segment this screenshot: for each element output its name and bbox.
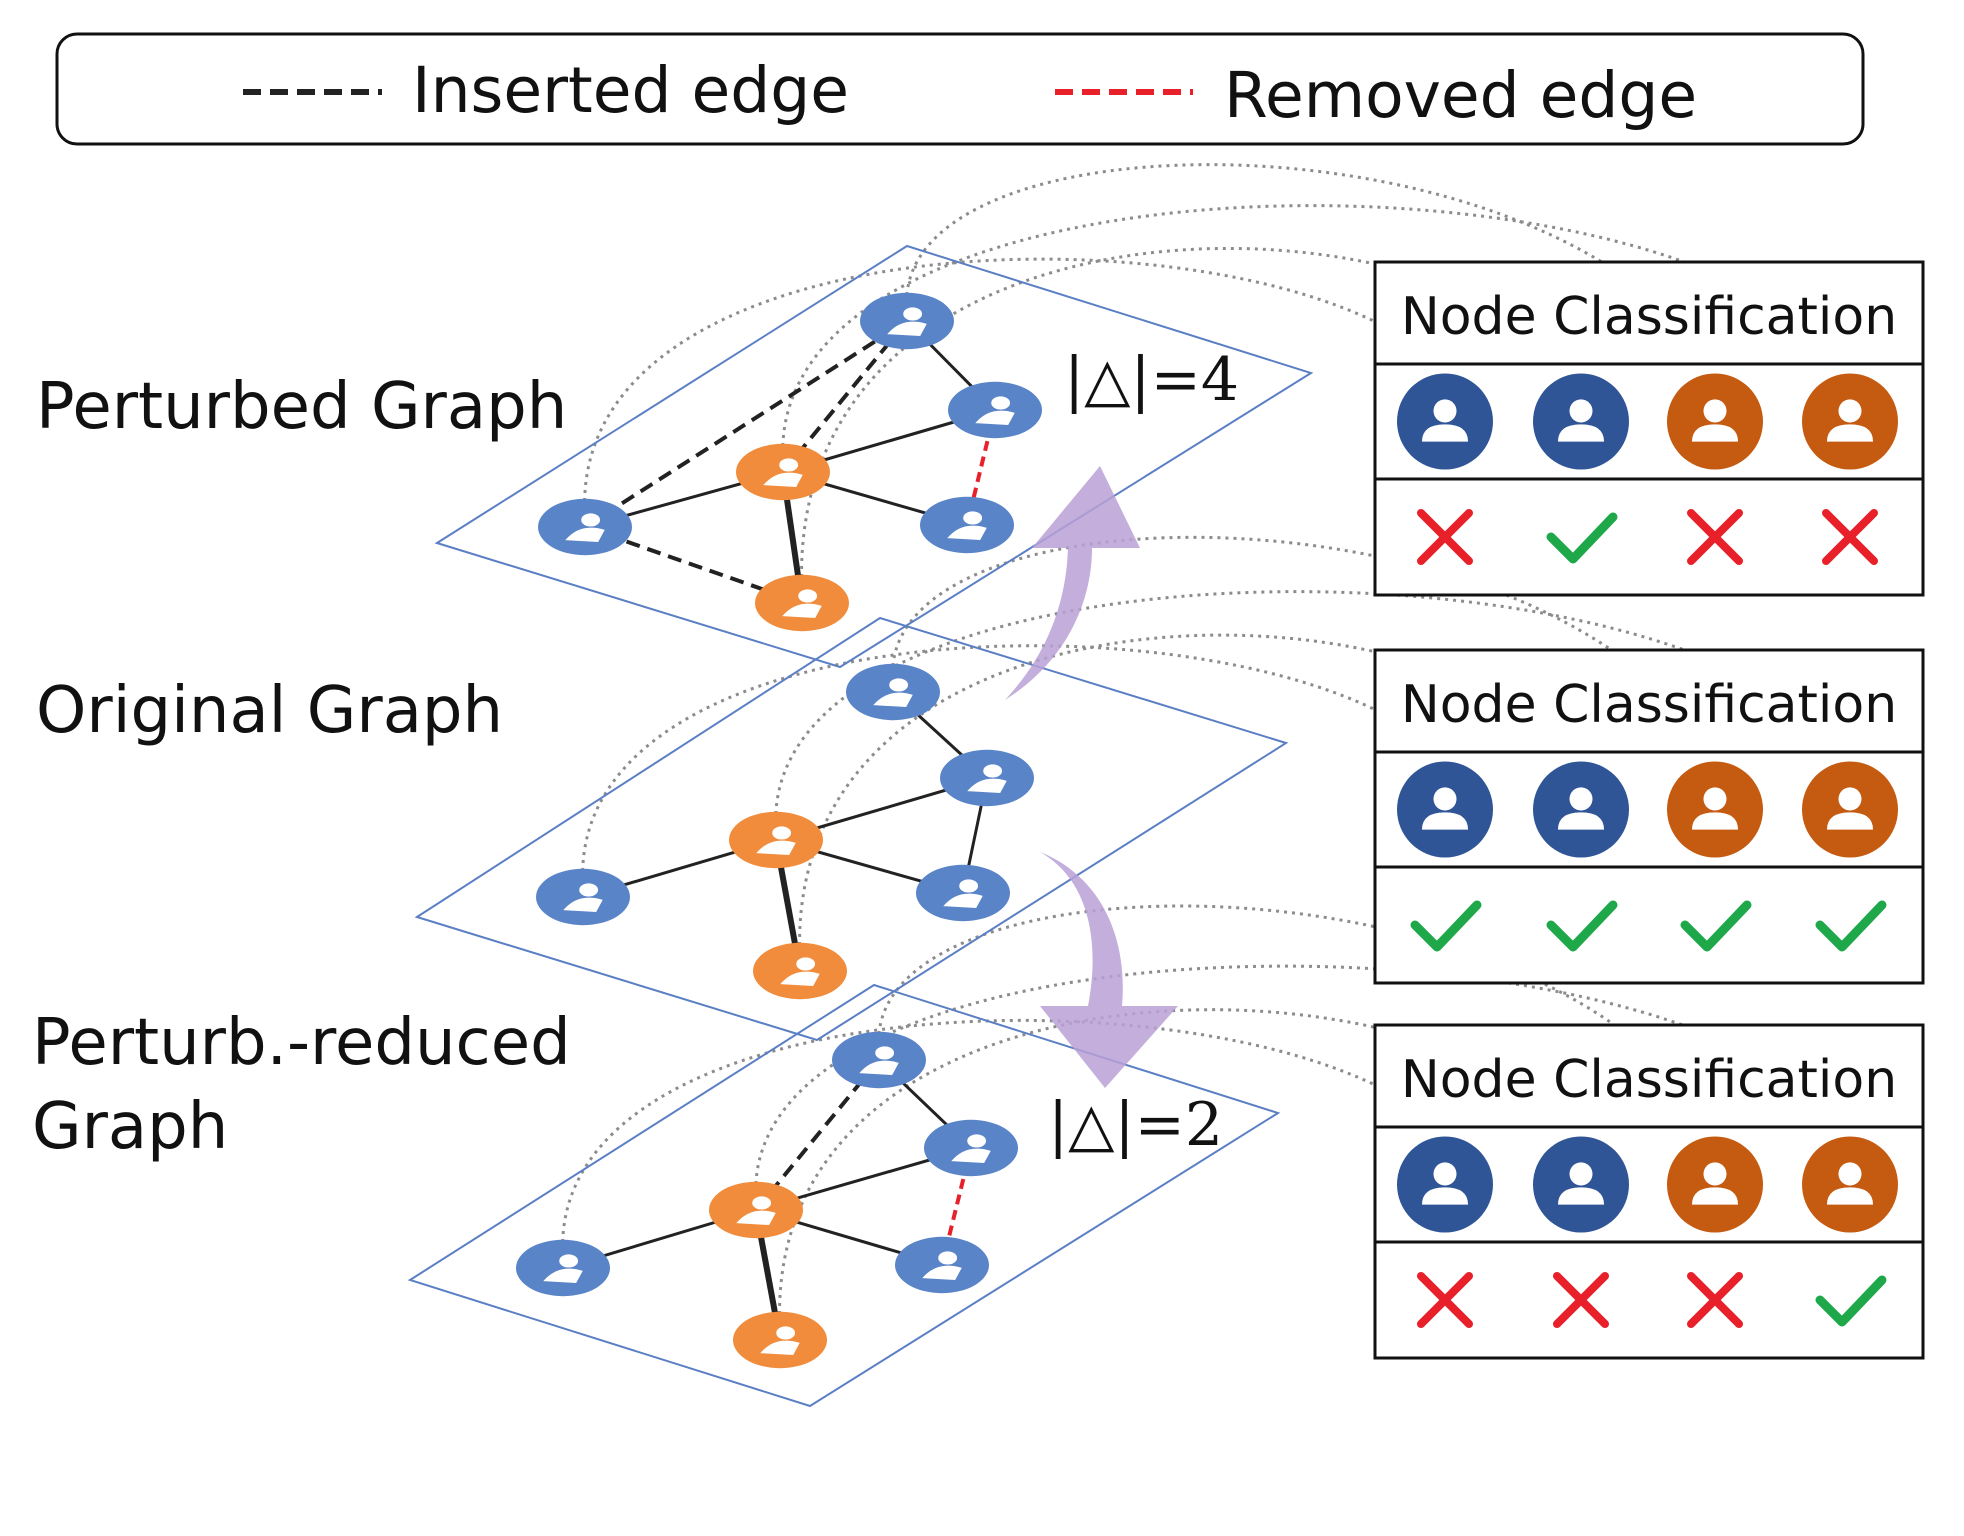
dotted-connector — [778, 1008, 1583, 1331]
user-icon — [1667, 373, 1763, 470]
user-icon — [1397, 1136, 1493, 1233]
user-icon — [1533, 761, 1629, 858]
user-icon — [1802, 373, 1898, 470]
user-icon — [729, 811, 823, 869]
layer-plane — [407, 983, 1281, 1408]
inserted-edge-label: Inserted edge — [412, 54, 849, 127]
cross-icon — [1417, 1272, 1473, 1328]
cross-icon — [1687, 509, 1743, 565]
check-icon — [1680, 900, 1752, 952]
layer-label: Original Graph — [36, 674, 503, 748]
user-icon — [1533, 1136, 1629, 1233]
user-icon — [916, 864, 1010, 922]
removed-edge-label: Removed edge — [1224, 59, 1697, 132]
curved-arrow-icon — [1040, 852, 1178, 1088]
panel-title: Node Classification — [1401, 675, 1897, 735]
user-icon — [860, 292, 954, 350]
dotted-connector — [754, 964, 1852, 1201]
user-icon — [736, 443, 830, 501]
user-icon — [733, 1311, 827, 1369]
check-icon — [1815, 1275, 1887, 1327]
user-icon — [753, 942, 847, 1000]
dotted-connector — [583, 257, 1448, 518]
cross-icon — [1687, 1272, 1743, 1328]
inserted-edge — [584, 525, 803, 605]
layer-label: Perturbed Graph — [36, 370, 567, 444]
panel-title: Node Classification — [1401, 1050, 1897, 1110]
layer-plane — [434, 244, 1314, 669]
cross-icon — [1553, 1272, 1609, 1328]
perturbation-size: |△|=2 — [1048, 1090, 1223, 1160]
user-icon — [1397, 761, 1493, 858]
graph-layer-original: Original Graph — [36, 616, 1289, 1042]
curved-arrow-icon — [1005, 466, 1140, 700]
user-icon — [832, 1031, 926, 1089]
user-icon — [709, 1181, 803, 1239]
classification-panel: Node Classification — [1373, 648, 1925, 985]
cross-icon — [1417, 509, 1473, 565]
legend-box — [55, 32, 1865, 146]
user-icon — [1667, 761, 1763, 858]
user-icon — [516, 1239, 610, 1297]
user-icon — [755, 574, 849, 632]
check-icon — [1410, 900, 1482, 952]
user-icon — [846, 663, 940, 721]
dotted-connector — [581, 644, 1448, 888]
user-icon — [924, 1119, 1018, 1177]
user-icon — [1802, 761, 1898, 858]
dotted-connector — [798, 633, 1583, 962]
user-icon — [940, 749, 1034, 807]
user-icon — [1802, 1136, 1898, 1233]
legend: Inserted edge Removed edge — [55, 32, 1865, 146]
transition-arrows — [1005, 466, 1178, 1088]
user-icon — [1397, 373, 1493, 470]
inserted-edge — [583, 319, 909, 529]
perturbation-size: |△|=4 — [1064, 345, 1239, 415]
dotted-connector — [877, 904, 1717, 1136]
user-icon — [948, 381, 1042, 439]
classification-panel: Node Classification — [1373, 260, 1925, 597]
layer-plane — [414, 616, 1289, 1042]
check-icon — [1546, 512, 1618, 564]
user-icon — [538, 498, 632, 556]
panel-title: Node Classification — [1401, 287, 1897, 347]
user-icon — [920, 496, 1014, 554]
classification-panel: Node Classification — [1373, 1023, 1925, 1360]
user-icon — [1533, 373, 1629, 470]
user-icon — [536, 868, 630, 926]
cross-icon — [1822, 509, 1878, 565]
check-icon — [1546, 900, 1618, 952]
dotted-connector — [781, 204, 1852, 463]
graph-layer-perturbed: Perturbed Graph |△|=4 — [36, 244, 1314, 669]
check-icon — [1815, 900, 1887, 952]
user-icon — [1667, 1136, 1763, 1233]
user-icon — [895, 1236, 989, 1294]
